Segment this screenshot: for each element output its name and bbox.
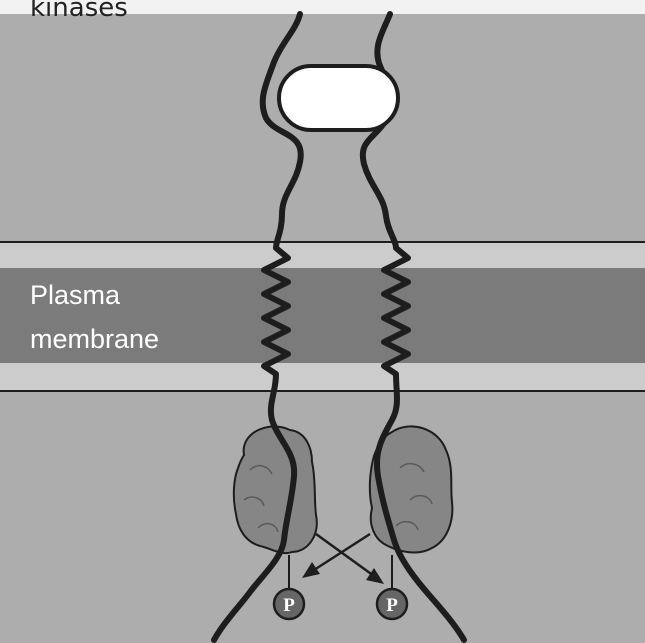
inner-lipid-layer — [0, 363, 645, 390]
membrane-label-line2: membrane — [30, 324, 159, 354]
outer-lipid-layer — [0, 243, 645, 268]
left-kinase-domain — [234, 426, 317, 553]
right-phosphate-label: P — [386, 595, 398, 616]
membrane-label-line1: Plasma — [30, 280, 121, 310]
left-phosphate-label: P — [283, 595, 295, 616]
ligand-capsule — [279, 66, 398, 130]
top-partial-text: kinases — [30, 0, 128, 23]
